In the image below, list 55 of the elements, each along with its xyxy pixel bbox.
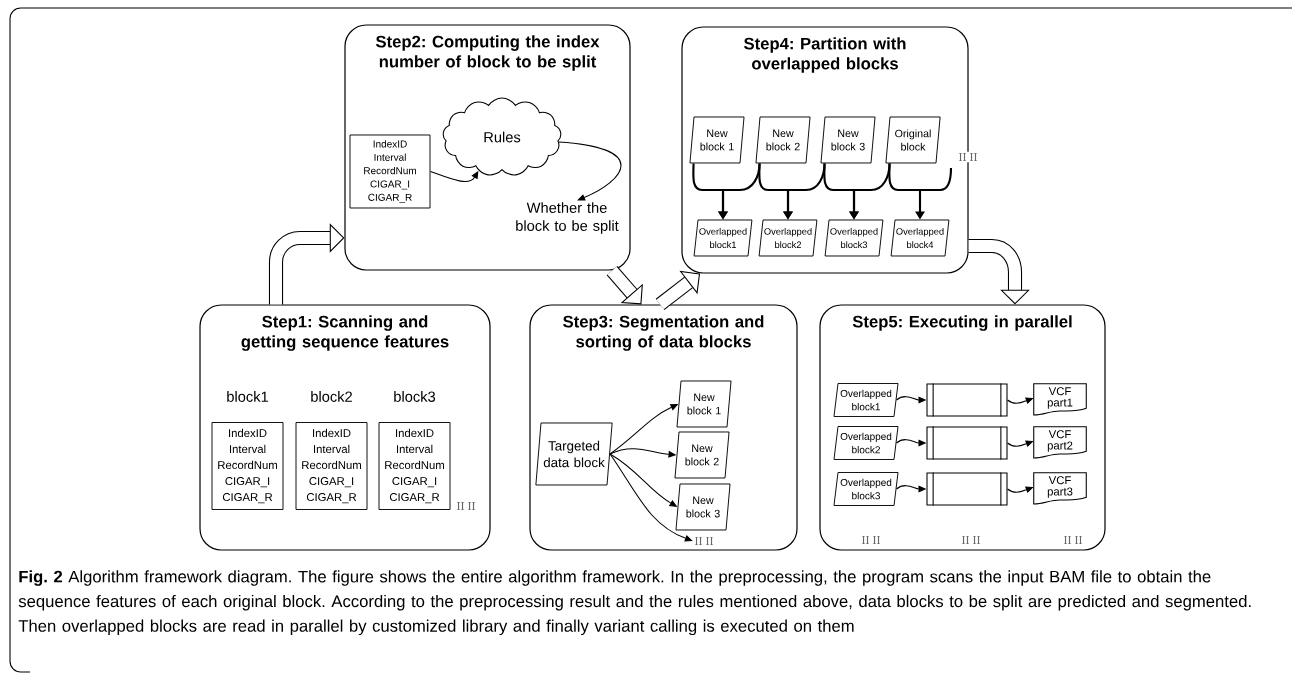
block-label: block2 (311, 391, 352, 402)
result-text: Whether the block to be split (516, 202, 619, 234)
figure-caption: Fig. 2 Algorithm framework diagram. The figure shows the entire algorithm framework. In the preprocessing, the program scans the input BAM file to obtain the sequence features of each original block. According to the preprocessing result and the rules mentioned above, data blocks to be split are predicted and segmented. Then overlapped blocks are read in parallel by customized library and finally variant calling is executed on them (18, 570, 1251, 636)
node-label: RecordNum (218, 460, 277, 470)
continuation-mark: II II (960, 534, 982, 546)
node-label: Interval (229, 444, 266, 454)
data-parallelogram: New block 2 (674, 431, 730, 479)
data-parallelogram: Targeted data block (535, 422, 613, 486)
continuation-mark: II II (957, 151, 979, 163)
data-parallelogram: Overlapped block1 (833, 383, 899, 417)
continuation-mark: II II (456, 502, 476, 510)
block-arrow (268, 223, 345, 305)
field-list-box: IndexID Interval RecordNum CIGAR_I CIGAR_R (295, 422, 368, 510)
rules-cloud: Rules (442, 97, 562, 176)
block-label: block3 (394, 391, 436, 402)
node-label: CIGAR_I (309, 477, 354, 488)
data-parallelogram: New block 3 (675, 483, 731, 531)
continuation-mark: II II (694, 537, 714, 545)
node-label: IndexID (313, 428, 351, 438)
block-label: block1 (227, 391, 268, 402)
node-label: IndexID (396, 428, 434, 438)
node-label: Interval (396, 444, 433, 454)
node-label: RecordNum (385, 460, 444, 470)
continuation-mark: II II (860, 534, 882, 546)
data-parallelogram: Overlapped block2 (833, 426, 899, 460)
block-arrow (968, 238, 1030, 305)
data-parallelogram: New block 2 (755, 116, 811, 164)
block-arrow (606, 265, 643, 305)
process-box (926, 425, 1008, 461)
data-parallelogram: Overlapped block3 (824, 219, 884, 257)
arrow (558, 141, 622, 201)
data-parallelogram: Overlapped block3 (833, 472, 899, 506)
node-label: RecordNum (302, 460, 361, 470)
field-list-box: IndexID Interval RecordNum CIGAR_I CIGAR_R (349, 134, 431, 209)
process-box (926, 382, 1008, 418)
node-label: CIGAR_R (306, 493, 357, 504)
data-parallelogram: New block 3 (820, 116, 876, 164)
data-parallelogram: Overlapped block1 (693, 219, 753, 257)
node-label: CIGAR_R (222, 493, 273, 504)
node-label: CIGAR_I (225, 477, 270, 488)
node-label: CIGAR_I (392, 477, 437, 488)
data-parallelogram: New block 1 (676, 380, 732, 428)
continuation-mark: II II (1062, 534, 1084, 546)
field-list-box: IndexID Interval RecordNum CIGAR_I CIGAR_R (211, 422, 284, 510)
node-label: Interval (313, 444, 350, 454)
field-list-box: IndexID Interval RecordNum CIGAR_I CIGAR_R (378, 422, 451, 510)
arrow (429, 170, 479, 183)
node-label: IndexID (229, 428, 267, 438)
process-box (926, 471, 1008, 507)
data-parallelogram: Overlapped block2 (758, 219, 818, 257)
arrow (609, 453, 693, 542)
data-parallelogram: New block 1 (689, 116, 745, 164)
data-parallelogram: Original block (885, 116, 941, 164)
data-parallelogram: Overlapped block4 (890, 219, 950, 257)
node-label: CIGAR_R (389, 493, 440, 504)
